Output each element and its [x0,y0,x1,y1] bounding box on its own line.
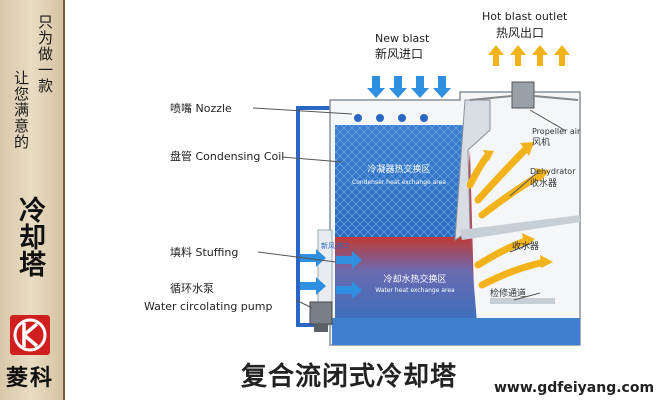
dehydrator-label-cn: 收水器 [530,177,557,189]
air-flow-arrowheads [483,142,553,268]
slogan-column-1: 只为做一款 [36,14,54,94]
curved-arrow-icon [474,146,529,204]
stuffing-label: 填料 Stuffing [170,245,238,259]
arrow-down-icon [411,76,429,98]
nozzle-icon [354,114,362,122]
hot-blast-label-cn: 热风出口 [496,26,544,40]
condensing-coil-mesh [335,125,463,237]
curved-arrow-icon [478,258,549,289]
arrow-right-icon [336,251,362,269]
website-link[interactable]: www.gdfeiyang.com [494,380,655,396]
dehydrator-plate [460,215,580,240]
divider-wall [454,99,491,241]
new-blast-arrows [367,76,451,98]
pump-label-cn: 循环水泵 [170,282,214,295]
arrow-right-icon [336,281,362,299]
curved-arrow-icon [466,151,492,189]
product-name: 冷却塔 [14,196,45,277]
circulating-pump-icon [309,301,333,325]
slogan-column-2: 让您满意的 [12,70,30,150]
fan-motor [511,81,535,109]
curved-arrow-icon [478,171,544,219]
coil-zone-label-en: Condenser heat exchange area [352,179,446,186]
dehydrator-label-en: Dehydrator [530,167,576,176]
nozzle-row [354,114,428,122]
fan-blades [469,95,579,101]
nozzle-label: 喷嘴 Nozzle [170,102,232,115]
arrow-down-icon [389,76,407,98]
nozzle-icon [398,114,406,122]
maintenance-walkway [490,298,555,304]
arrow-right-icon [300,277,326,295]
side-inlet-arrows [300,249,362,299]
new-blast-label-en: New blast [375,32,430,45]
nozzle-icon [420,114,428,122]
hot-blast-label-en: Hot blast outlet [482,10,568,23]
arrow-down-icon [367,76,385,98]
diagram-title: 复合流闭式冷却塔 [241,362,458,392]
arrow-up-icon [532,45,548,66]
arrow-up-icon [554,45,570,66]
brand-logo-icon [10,315,50,355]
arrow-right-icon [300,249,326,267]
leader-lines [252,107,567,309]
pump-label-en: Water circolating pump [144,300,272,313]
side-inlet-label: 新风进口 [321,241,349,250]
pump-base [314,324,328,332]
coil-zone-label-cn: 冷凝器热交换区 [367,163,430,175]
sidebar-banner: 只为做一款 让您满意的 冷却塔 菱科 [0,0,65,400]
arrow-up-icon [510,45,526,66]
maintenance-label-cn: 检修通道 [490,287,526,299]
water-pipe [296,106,330,327]
dehydrator2-label-cn: 收水器 [512,240,539,252]
propeller-label-cn: 风机 [532,136,550,148]
water-zone-label-en: Water heat exchange area [375,287,455,294]
arrow-up-icon [488,45,504,66]
propeller-label-en: Propeller air [532,127,581,136]
water-heat-exchange-fill [335,237,478,335]
new-blast-label-cn: 新风进口 [375,46,423,61]
water-zone-label-cn: 冷却水热交换区 [383,273,446,285]
brand-name: 菱科 [6,365,55,391]
condensing-coil-label: 盘管 Condensing Coil [170,149,284,163]
arrow-down-icon [433,76,451,98]
hot-blast-arrows [488,45,570,66]
water-basin [332,318,580,345]
nozzle-icon [376,114,384,122]
